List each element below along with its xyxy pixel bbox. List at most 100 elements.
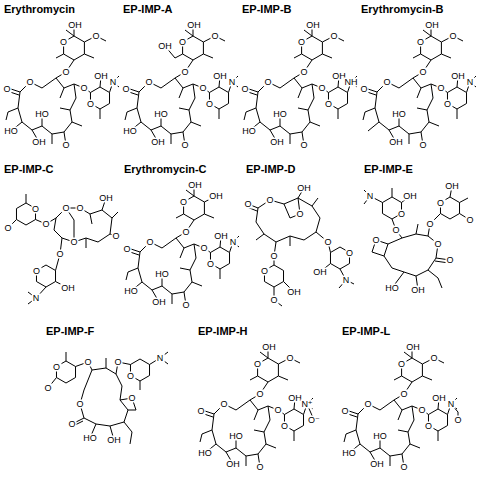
molecule-skeleton <box>126 185 239 305</box>
bond-line <box>80 368 128 426</box>
structure-title: EP-IMP-D <box>246 163 296 175</box>
bond-line <box>441 54 451 58</box>
bond-line <box>429 122 439 126</box>
bond-line <box>394 376 402 380</box>
atom-label: HO <box>341 449 357 458</box>
bond-line <box>417 108 427 110</box>
bond-line <box>212 400 270 456</box>
bond-line <box>278 376 288 380</box>
bond-line <box>290 236 291 246</box>
bond-line <box>438 431 439 441</box>
atom-label: O <box>145 238 154 247</box>
atom-label: O <box>67 420 76 429</box>
atom-label: OH <box>93 72 109 81</box>
bond-line <box>84 54 94 58</box>
bond-line <box>54 208 112 242</box>
atom-label: O <box>295 210 304 219</box>
atom-label: N⁺ <box>300 400 313 409</box>
atom-label: O <box>69 238 78 247</box>
bond-line <box>423 30 431 36</box>
atom-label: O <box>359 85 368 94</box>
atom-label: O <box>196 407 205 416</box>
atom-label: N <box>447 400 456 409</box>
atom-label: O <box>297 38 306 47</box>
atom-label: N <box>342 276 351 285</box>
structure-title: EP-IMP-F <box>46 325 94 337</box>
atom-label: HO <box>197 449 213 458</box>
atom-label: OH <box>424 21 440 30</box>
bond-line <box>140 381 141 390</box>
bond-line <box>86 238 87 248</box>
bond-line <box>18 78 76 134</box>
bond-line <box>304 30 312 36</box>
bond-line <box>100 109 101 119</box>
atom-label: OH <box>98 194 114 203</box>
bond-line <box>179 108 189 110</box>
bond-line <box>290 134 291 144</box>
bond-line <box>176 214 184 218</box>
atom-label: O <box>79 84 88 93</box>
atom-label: OH <box>269 138 285 147</box>
bond-line <box>256 198 320 242</box>
atom-label: O <box>178 38 187 47</box>
molecule-skeleton <box>6 25 119 145</box>
atom-label: O <box>269 296 278 305</box>
bond-line <box>410 444 420 448</box>
atom-label: HO <box>82 434 98 443</box>
bond-line <box>112 212 118 218</box>
atom-label: O <box>416 38 425 47</box>
atom-label: O <box>25 78 34 87</box>
atom-label: O <box>83 358 92 367</box>
bond-line <box>250 376 258 380</box>
atom-label: HO <box>384 284 400 293</box>
atom-label: O <box>436 198 445 207</box>
atom-label: O <box>443 99 452 108</box>
atom-label: OH <box>410 286 426 295</box>
bond-line <box>254 410 258 420</box>
bond-line <box>413 54 421 58</box>
bond-line <box>220 269 221 279</box>
atom-label: O <box>111 232 120 241</box>
atom-label: N <box>228 78 237 87</box>
atom-label: HO <box>372 432 388 441</box>
atom-label: OH <box>151 298 167 307</box>
atom-label: HO <box>153 110 169 119</box>
atom-label: OH <box>444 182 460 191</box>
bond-line <box>409 134 410 144</box>
bond-line <box>200 430 212 442</box>
atom-label: OH <box>187 181 203 190</box>
bond-line <box>175 54 183 58</box>
atom-label: O <box>61 204 70 213</box>
bond-line <box>344 430 356 442</box>
molecule-skeleton <box>363 25 476 145</box>
bond-line <box>298 108 308 110</box>
atom-label: N <box>229 238 238 247</box>
atom-label: O <box>181 301 190 310</box>
atom-label: HO <box>122 127 138 136</box>
bond-line <box>254 430 264 432</box>
bond-line <box>56 54 64 58</box>
atom-label: O <box>43 384 52 393</box>
atom-label: HO <box>123 287 139 296</box>
atom-label: O <box>418 141 427 150</box>
atom-label: O <box>255 463 264 472</box>
bond-line <box>26 194 27 203</box>
atom-label: O <box>391 226 400 235</box>
atom-label: O <box>429 354 438 363</box>
atom-label: OH <box>312 268 328 277</box>
atom-label: O <box>52 362 61 371</box>
atom-label: O <box>329 32 338 41</box>
atom-label: O <box>243 200 252 209</box>
molecule-skeleton <box>344 347 458 467</box>
bond-line <box>398 410 402 420</box>
atom-label: O <box>32 266 41 275</box>
bond-line <box>322 54 332 58</box>
structure-title: EP-IMP-A <box>123 3 173 15</box>
atom-label: OH <box>31 138 47 147</box>
bond-line <box>60 108 70 110</box>
atom-label: O <box>113 358 122 367</box>
atom-label: O <box>399 463 408 472</box>
bond-line <box>460 198 469 203</box>
atom-label: OH <box>296 184 312 193</box>
